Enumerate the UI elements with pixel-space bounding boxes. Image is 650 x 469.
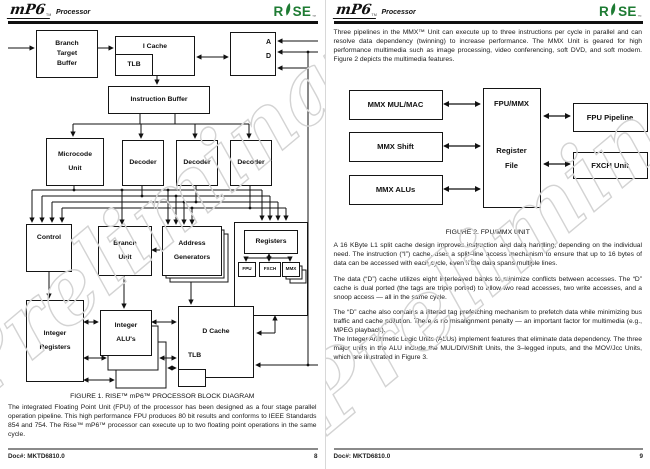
rise-logo-se: SE xyxy=(292,4,312,19)
mmx-paragraph: Three pipelines in the MMX™ Unit can exe… xyxy=(333,29,643,63)
mp6-trademark: TM xyxy=(371,13,377,17)
fpu-paragraph: The integrated Floating Point Unit (FPU)… xyxy=(8,404,317,438)
rise-leaf-icon xyxy=(610,3,617,19)
box-address-generators: Address Generators xyxy=(162,226,222,276)
rise-logo-se: SE xyxy=(618,4,637,19)
box-fpu-mmx-register-file: FPU/MMX Register File xyxy=(482,88,541,208)
figure2-caption: FIGURE 2. FPU/MMX UNIT xyxy=(445,229,530,236)
box-bus-interface: A D xyxy=(230,32,276,76)
regfile-body: Register File xyxy=(496,146,527,171)
box-fxch: FXCH xyxy=(259,262,281,277)
box-decoder-1: Decoder xyxy=(122,140,164,186)
alu-paragraph: The Integer Arithmetic Logic Units (ALUs… xyxy=(333,336,643,361)
prefetch-paragraph: The “D” cache also contains a filtered t… xyxy=(333,309,643,334)
rise-trademark: ™ xyxy=(312,13,317,19)
box-mmx-mul-mac: MMX MUL/MAC xyxy=(348,90,443,120)
box-microcode-unit: Microcode Unit xyxy=(46,138,104,186)
d-cache-ports-paragraph: The data (“D”) cache utilizes eight inte… xyxy=(333,276,643,301)
header-product-label: Processor xyxy=(56,9,91,16)
footer-right: Doc#: MKTD6810.0 9 xyxy=(333,448,643,460)
box-integer-registers: Integer Registers xyxy=(26,300,84,382)
box-d-cache: D Cache TLB xyxy=(178,306,254,387)
mp6-trademark: TM xyxy=(46,13,52,17)
rise-logo: R SE ™ xyxy=(274,3,317,19)
d-cache-label: D Cache xyxy=(202,328,230,335)
box-i-cache: I Cache TLB xyxy=(115,36,195,76)
i-cache-label: I Cache xyxy=(142,43,168,50)
rise-leaf-icon xyxy=(285,3,292,19)
box-mmx: MMX xyxy=(282,262,300,277)
l1-cache-paragraph: A 16 KByte L1 split cache design improve… xyxy=(333,242,643,267)
box-fxch-unit: FXCH Unit xyxy=(572,152,648,179)
rise-trademark: ™ xyxy=(637,13,642,19)
box-i-cache-tlb: TLB xyxy=(115,54,153,76)
box-fpu: FPU xyxy=(238,262,256,277)
figure1-caption: FIGURE 1. RISE™ mP6™ PROCESSOR BLOCK DIA… xyxy=(70,393,255,400)
page-number: 9 xyxy=(639,453,643,460)
rise-logo-r: R xyxy=(599,4,610,19)
box-fpu-pipeline: FPU Pipeline xyxy=(572,103,648,132)
box-decoder-2: Decoder xyxy=(176,140,218,186)
d-cache-tlb-tab xyxy=(178,369,206,387)
box-integer-alus: Integer ALU's xyxy=(100,310,152,356)
rise-logo: R SE ™ xyxy=(599,3,642,19)
preliminary-watermark: Preliminary xyxy=(324,0,650,452)
page-number: 8 xyxy=(313,453,318,460)
rise-logo-r: R xyxy=(273,4,284,19)
box-instruction-buffer: Instruction Buffer xyxy=(108,86,210,114)
header-rule xyxy=(333,21,643,24)
box-mmx-shift: MMX Shift xyxy=(348,132,443,162)
d-cache-tlb-label: TLB xyxy=(188,351,202,359)
bus-a-label: A xyxy=(265,39,271,46)
page-left: mP6 TM Processor R SE ™ xyxy=(0,0,325,460)
page-right: mP6 TM Processor R SE ™ Three pipelines … xyxy=(324,0,650,469)
header-rule xyxy=(8,21,318,24)
box-mmx-alus: MMX ALUs xyxy=(348,175,443,205)
regfile-title: FPU/MMX xyxy=(493,99,529,108)
doc-number: Doc#: MKTD6810.0 xyxy=(333,453,391,460)
footer-left: Doc#: MKTD6810.0 8 xyxy=(8,448,318,460)
box-decoder-3: Decoder xyxy=(230,140,272,186)
doc-number: Doc#: MKTD6810.0 xyxy=(8,453,65,460)
box-control: Control xyxy=(26,224,72,272)
box-branch-unit: Branch Unit xyxy=(98,226,152,276)
box-branch-target-buffer: Branch Target Buffer xyxy=(36,30,98,78)
header-product-label: Processor xyxy=(381,9,416,16)
bus-d-label: D xyxy=(265,52,271,60)
box-registers: Registers xyxy=(244,230,298,254)
